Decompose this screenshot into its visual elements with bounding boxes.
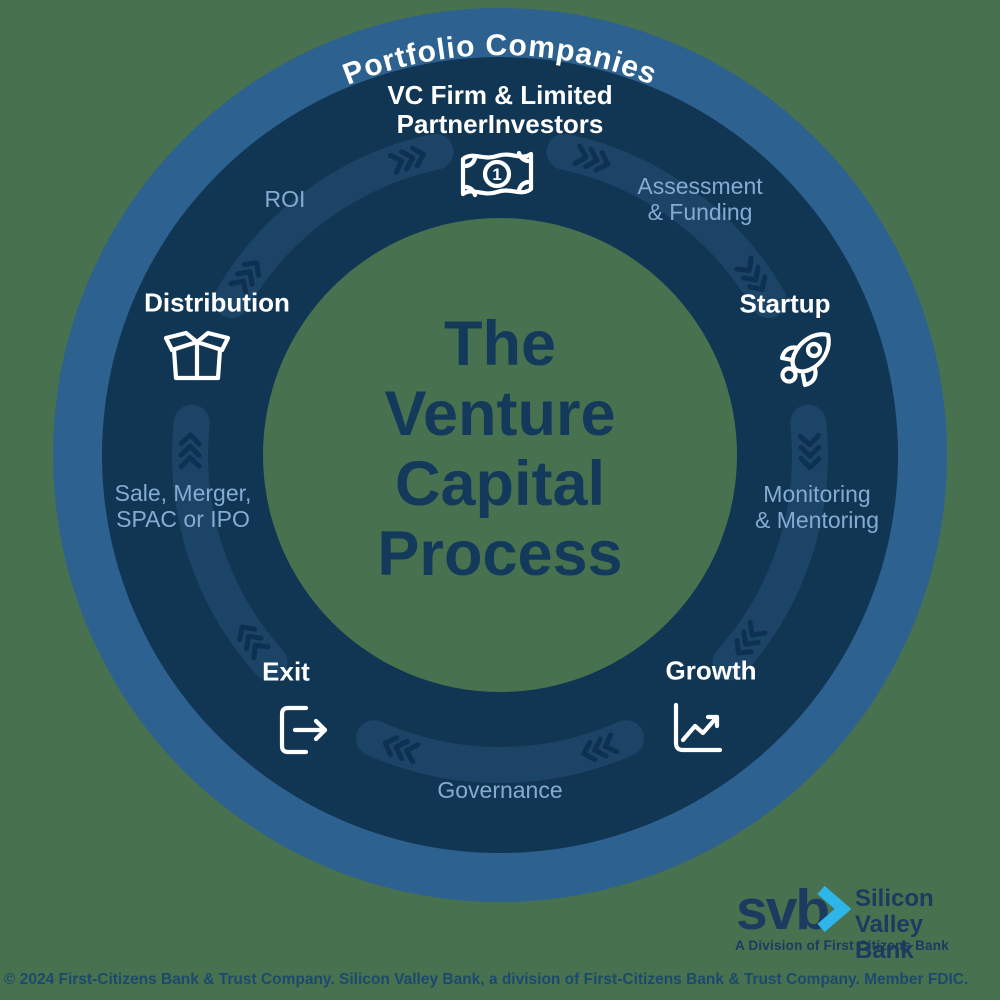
copyright-footer: © 2024 First-Citizens Bank & Trust Compa… [4,971,969,988]
center-title: The Venture Capital Process [377,309,622,589]
flow-chevron-icon [234,269,255,287]
svb-chevron-icon [817,886,851,933]
silicon-valley-bank-name: Silicon Valley Bank [855,886,1000,964]
rocket-icon [779,332,831,388]
flow-chevron-icon [747,620,768,638]
edge-label-governance: Governance [437,777,563,803]
flow-chevron-icon [593,150,611,173]
flow-chevron-icon [178,443,202,458]
node-label-distribution: Distribution [144,287,290,318]
money-bill-icon: 1 [460,150,534,198]
flow-chevron-icon [602,732,620,755]
center-title-line1: The [443,309,557,379]
flow-chevron-icon [583,146,600,169]
flow-chevron-icon [178,455,202,470]
vc-firm-label-line1: VC Firm & Limited [387,80,613,110]
flow-chevron-icon [398,149,416,172]
flow-chevron-icon [178,432,202,447]
monitoring-line2: & Mentoring [754,507,880,533]
logo-name-line1: Silicon Valley [855,885,934,938]
flow-chevron-icon [393,738,410,761]
center-hole [263,218,737,692]
logo-division-text: A Division of First Citizens Bank [735,938,949,953]
flow-chevron-icon [404,742,421,765]
flow-chevron-icon [747,274,768,292]
vc-firm-label-line2: PartnerInvestors [396,109,604,139]
sale-line1: Sale, Merger, [114,480,252,506]
monitoring-line1: Monitoring [763,481,871,507]
edge-label-assessment-funding: Assessment & Funding [637,173,762,225]
flow-chevron-icon [798,444,822,459]
money-denomination: 1 [492,165,501,184]
center-title-line2: Venture [384,379,616,449]
flow-chevron-icon [572,143,589,166]
node-label-startup: Startup [739,288,831,319]
flow-chevron-icon [741,629,761,647]
flow-chevron-icon [410,145,427,169]
flow-chevron-icon [251,642,271,661]
node-label-exit: Exit [262,656,310,687]
flow-chevron-icon [241,260,261,278]
center-title-line3: Capital [394,449,606,519]
svb-wordmark: svb [736,878,830,942]
assessment-line1: Assessment [637,173,763,199]
flow-chevron-icon [244,633,264,652]
edge-label-sale-merger: Sale, Merger, SPAC or IPO [115,480,252,532]
exit-door-icon [279,705,328,755]
flow-chevron-icon [734,637,754,656]
open-box-icon [163,330,231,381]
flow-chevron-icon [797,432,821,448]
logo-name-line2: Bank [855,937,914,964]
sale-line2: SPAC or IPO [116,506,250,532]
flow-tracks-layer [172,133,828,783]
edge-label-monitoring-mentoring: Monitoring & Mentoring [755,481,879,533]
flow-chevron-icon [592,736,609,759]
line-chart-icon [673,702,723,753]
flow-chevron-icon [382,735,400,758]
edge-label-roi: ROI [264,186,306,212]
flow-chevron-icon [740,264,761,283]
node-label-vc-firm: VC Firm & Limited PartnerInvestors [387,81,612,139]
flow-chevron-icon [387,152,405,175]
flow-chevron-icon [581,739,598,763]
flow-chevron-icon [734,255,754,274]
center-title-line4: Process [377,519,623,589]
flow-chevron-icon [798,455,822,471]
node-label-growth: Growth [665,655,757,686]
flow-chevron-icon [237,624,258,642]
assessment-line2: & Funding [647,199,753,225]
flow-chevron-icon [228,278,249,297]
